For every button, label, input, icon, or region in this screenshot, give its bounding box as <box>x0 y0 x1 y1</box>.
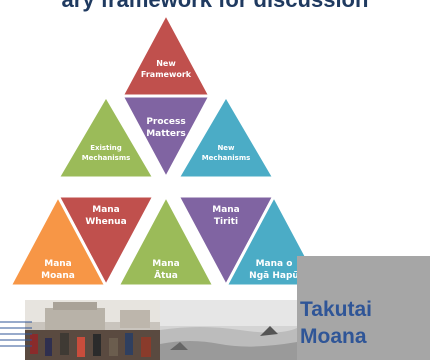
triangle-6 <box>8 194 108 288</box>
coastline-photo <box>160 300 297 360</box>
crowd-photo <box>25 300 160 360</box>
triangle-0 <box>120 12 212 98</box>
triangle-3 <box>176 94 276 180</box>
slide-title: ary framework for discussion <box>0 0 430 14</box>
triangle-1 <box>120 94 212 180</box>
slide-menu-icon <box>0 321 32 347</box>
brand-line-2: Moana <box>300 325 367 348</box>
brand-title: Takutai Moana <box>300 296 372 350</box>
brand-line-1: Takutai <box>300 298 372 321</box>
triangle-2 <box>56 94 156 180</box>
brand-panel <box>297 256 430 360</box>
triangle-7 <box>116 194 216 288</box>
